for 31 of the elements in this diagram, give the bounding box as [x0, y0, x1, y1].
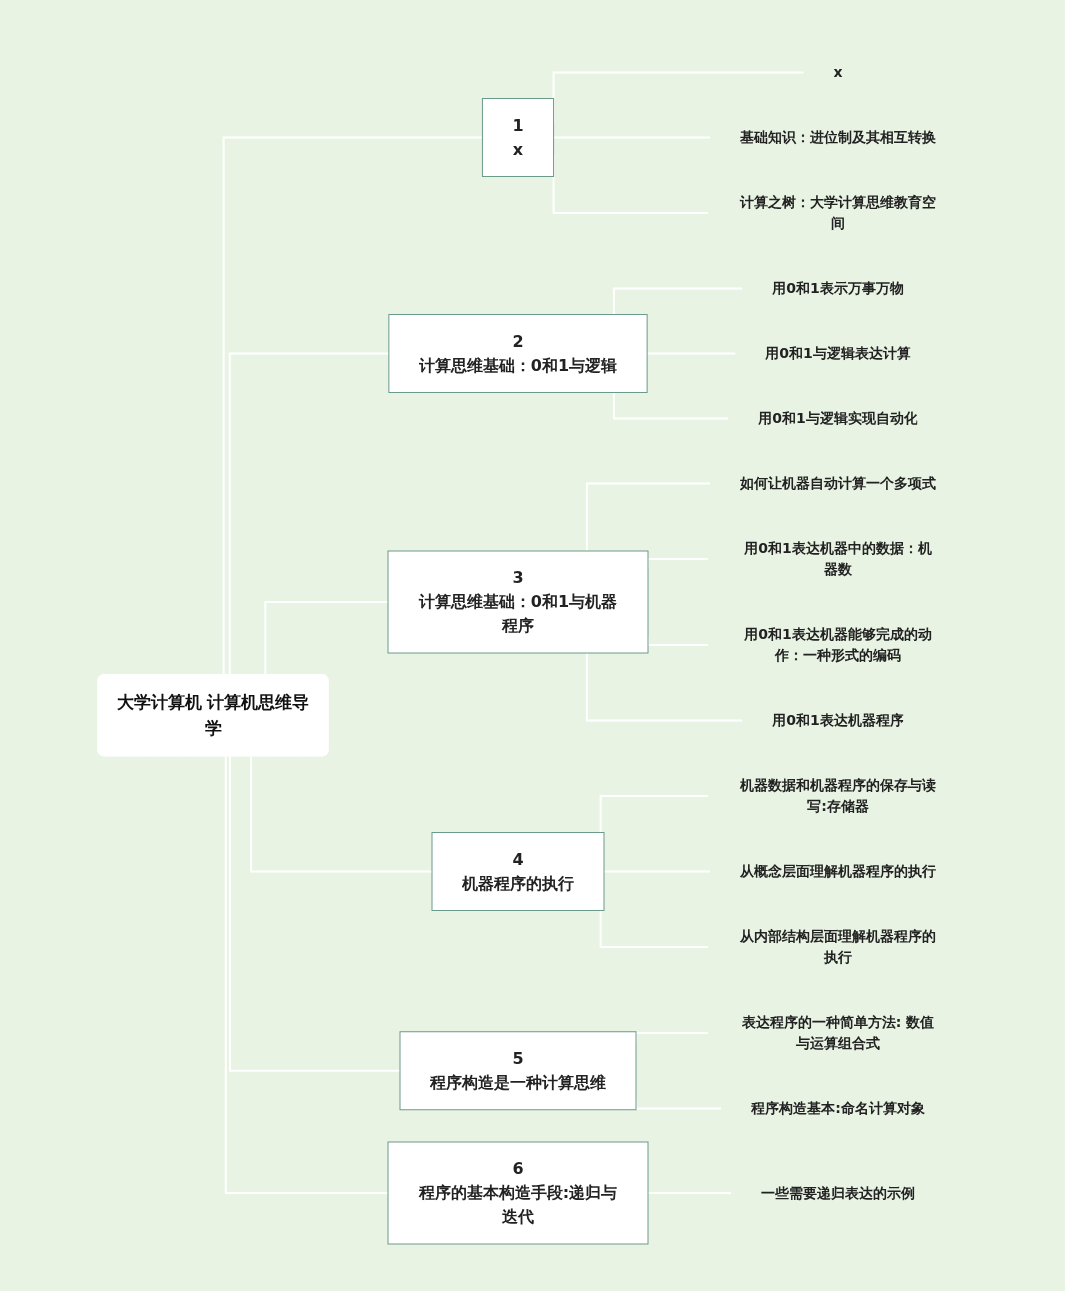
node-text: 用0和1表达机器程序 — [771, 712, 904, 728]
node-box: 5 程序构造是一种计算思维 — [399, 1031, 636, 1111]
node-text: 用0和1表示万事万物 — [771, 280, 904, 296]
node-text: x — [832, 64, 843, 80]
node-box: 1 x — [481, 98, 554, 177]
connector — [224, 755, 389, 1194]
node-text: 用0和1表达机器中的数据：机器数 — [743, 540, 932, 577]
node-text: 用0和1与逻辑实现自动化 — [757, 410, 918, 426]
node-text: 表达程序的一种简单方法: 数值与运算组合式 — [741, 1014, 934, 1051]
node-text: 机器数据和机器程序的保存与读写:存储器 — [739, 777, 936, 814]
node-text: 如何让机器自动计算一个多项式 — [739, 475, 936, 491]
node-box: 6 程序的基本构造手段:递归与迭代 — [387, 1141, 648, 1245]
connector — [599, 795, 709, 834]
node-box: 2 计算思维基础：0和1与逻辑 — [387, 314, 648, 393]
node-text: 用0和1与逻辑表达计算 — [764, 345, 911, 361]
node-box: 4 机器程序的执行 — [431, 832, 604, 911]
node-text: 一些需要递归表达的示例 — [760, 1184, 915, 1201]
node-text: 基础知识：进位制及其相互转换 — [739, 129, 936, 145]
node-text: 从概念层面理解机器程序的执行 — [739, 863, 936, 879]
connector — [228, 755, 401, 1072]
connector — [585, 482, 711, 552]
connector — [585, 652, 743, 722]
connector — [249, 755, 433, 873]
node-text: 计算之树：大学计算思维教育空间 — [739, 194, 936, 231]
connector — [612, 287, 743, 316]
connector — [599, 909, 709, 948]
node-text: 用0和1表达机器能够完成的动作：一种形式的编码 — [743, 626, 932, 663]
node-box: 3 计算思维基础：0和1与机器程序 — [387, 550, 648, 654]
node-text: 程序构造基本:命名计算对象 — [750, 1100, 925, 1116]
connector — [612, 391, 729, 420]
node-text: 从内部结构层面理解机器程序的执行 — [739, 928, 936, 965]
